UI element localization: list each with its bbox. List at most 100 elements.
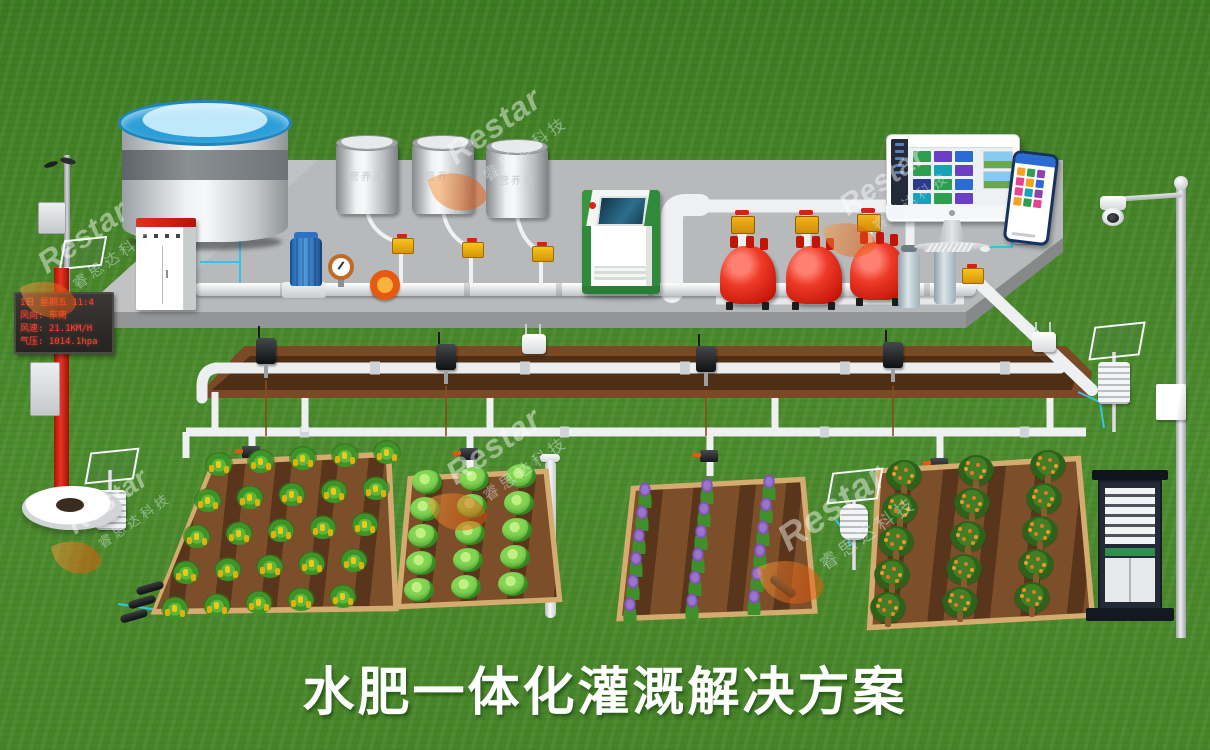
nutrient-tank-3: 营养液 <box>486 139 548 218</box>
wireless-valve-controller <box>522 324 546 354</box>
field-cabinet-plinth <box>1086 608 1174 621</box>
monitor-app-tile <box>955 165 973 176</box>
sand-filter-tank-1 <box>720 236 776 310</box>
phone-app-tile <box>1036 169 1046 179</box>
led-line-wind-direction: 风向: 东南 <box>20 311 67 321</box>
page-title: 水肥一体化灌溉解决方案 <box>302 665 908 722</box>
weather-mast <box>64 155 70 295</box>
gauge-stem <box>338 278 344 287</box>
cabinet-doors <box>1105 558 1155 602</box>
valve-actuator <box>840 504 868 540</box>
soil-moisture-sensor <box>436 332 456 384</box>
phone-app-tile <box>1022 198 1032 208</box>
injector-valve-2 <box>462 238 484 258</box>
weather-solar-panel <box>58 235 108 271</box>
phone-app-tile <box>1026 168 1036 178</box>
butterfly-valve-2 <box>795 210 819 234</box>
sand-filter-tank-2 <box>786 236 842 310</box>
solar-panel <box>1088 321 1146 361</box>
standpipe-cap <box>540 454 560 462</box>
monitor-screen <box>891 139 1013 205</box>
monitor-app-tile <box>934 193 952 204</box>
cabbage-field-beds <box>401 474 557 604</box>
monitor-stand <box>938 220 966 244</box>
soil-moisture-sensor <box>883 330 903 382</box>
led-line-pressure: 气压: 1014.1hpa <box>20 337 98 347</box>
phone-app-tile <box>1015 177 1025 186</box>
vegetable-field-beds <box>621 482 813 616</box>
phone-app-tile <box>1014 186 1024 196</box>
handwheel-valve <box>370 270 400 300</box>
monitor-app-tile <box>913 165 931 176</box>
dashboard-sidebar <box>891 139 908 205</box>
monitor-app-tile <box>955 179 973 190</box>
injector-valve-1 <box>392 234 414 254</box>
app-header <box>1015 152 1057 168</box>
platform-front-face <box>80 312 966 328</box>
monitor-app-tile <box>913 151 931 162</box>
monitor-tile-grid <box>913 151 979 204</box>
platform-right-face <box>966 238 1063 328</box>
keyboard <box>923 243 975 252</box>
nutrient-tank-label: 营养液 <box>499 176 535 187</box>
butterfly-valve-3 <box>857 208 881 232</box>
phone-tile-grid <box>1013 167 1047 209</box>
monitor-app-tile <box>934 165 952 176</box>
camera-housing <box>1100 196 1126 210</box>
phone-app-tile <box>1024 188 1034 198</box>
pump-cap <box>294 232 318 240</box>
mouse <box>980 246 990 252</box>
cabinet-indicator-lights <box>143 234 183 238</box>
injector-valve-3 <box>532 242 554 262</box>
dashboard-topbar <box>908 139 1013 148</box>
vegetable-field <box>616 476 818 622</box>
soil-moisture-sensor <box>256 326 276 378</box>
apple-logo-icon <box>949 210 955 216</box>
machine-touchscreen <box>596 196 648 226</box>
monitor-app-tile <box>913 193 931 204</box>
pressure-gauge <box>328 254 354 280</box>
led-line-date: 1日 星期五 11:4 <box>20 298 94 308</box>
weather-led-display: 1日 星期五 11:4 风向: 东南 风速: 21.1KM/H 气压: 1014… <box>14 292 114 354</box>
screen-filter-1 <box>898 245 920 308</box>
orchard-field-beds <box>872 461 1090 625</box>
cabinet-door-seam <box>162 246 163 304</box>
sensor-shelter <box>1098 362 1130 404</box>
solar-panel <box>826 467 884 505</box>
monitor-app-tile <box>913 179 931 190</box>
cabinet-red-stripe <box>136 218 196 227</box>
cabinet-handle <box>166 270 168 278</box>
cabinet-brand-strip <box>1105 548 1155 556</box>
water-pump <box>290 238 322 286</box>
zone-valve-vegetable <box>693 450 718 462</box>
cabbage-field <box>395 468 563 610</box>
control-cabinet <box>136 218 196 310</box>
nutrient-tank-1: 营养液 <box>336 135 398 214</box>
pump-base <box>282 282 326 298</box>
nutrient-tank-label: 营养液 <box>425 172 461 183</box>
pole-junction-box <box>1156 384 1186 420</box>
monitor-app-tile <box>934 151 952 162</box>
wireless-valve-controller <box>1032 322 1056 352</box>
zone-valve-corn <box>235 446 260 458</box>
pole-control-box <box>30 362 60 416</box>
monitor-app-tile <box>955 193 973 204</box>
nutrient-tank-2: 营养液 <box>412 135 474 214</box>
camera-lens <box>1107 213 1119 223</box>
phone-app-tile <box>1032 199 1042 209</box>
phone-home-bar <box>1011 231 1036 238</box>
phone-app-tile <box>1025 178 1035 188</box>
butterfly-valve-1 <box>731 210 755 234</box>
water-tank-band <box>122 150 288 180</box>
water-tank-rim <box>118 100 292 146</box>
screen-filter-2 <box>934 241 956 304</box>
phone-app-tile <box>1034 189 1044 199</box>
phone-app-tile <box>1035 179 1045 189</box>
weather-sensor-box <box>38 202 66 234</box>
machine-base <box>582 286 660 294</box>
anemometer-icon <box>44 158 78 172</box>
fertilizer-machine <box>582 190 660 294</box>
sensor-cables <box>265 380 894 436</box>
machine-outlet-pipe <box>661 194 711 303</box>
